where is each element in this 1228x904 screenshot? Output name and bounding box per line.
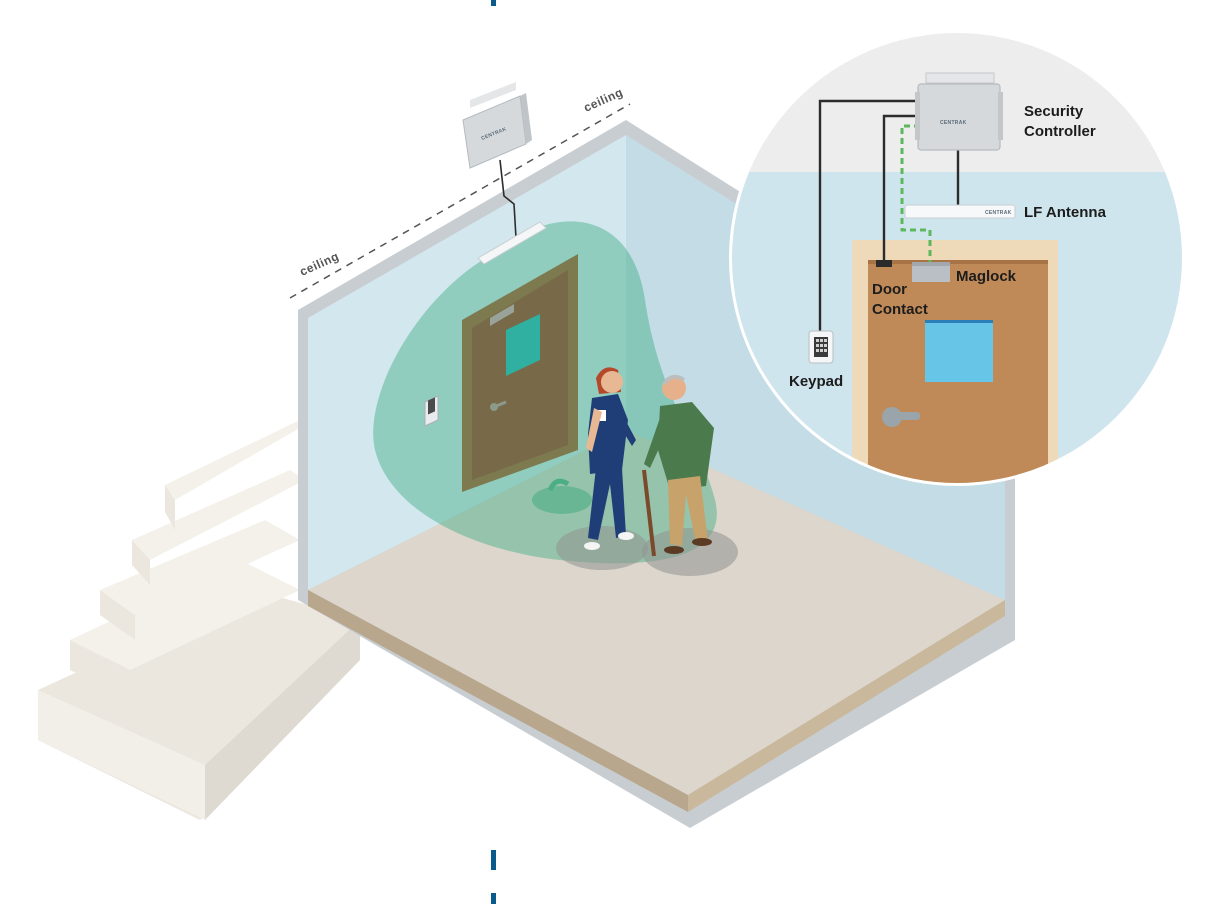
floor-edge [308,590,688,812]
room-door-window [506,314,540,376]
patient-shadow [642,528,738,576]
ceiling-label-left: ceiling [298,249,342,279]
inset-lf-antenna: CENTRAK [904,204,1016,219]
door-contact-label: Door [872,281,907,298]
security-controller-label-2: Controller [1024,123,1096,140]
svg-text:CENTRAK: CENTRAK [940,120,967,126]
door-contact-sensor [876,260,892,267]
inset-security-controller: CENTRAK [915,72,1003,151]
ceiling-line [289,103,631,299]
door-contact-wire [882,114,918,262]
top-accent-marker [491,0,496,6]
keypad-wire [818,99,918,332]
room-security-controller: CENTRAK [462,82,532,169]
maglock-wireless-link [900,124,932,262]
bottom-accent-marker-1 [491,850,496,870]
door-contact-label-2: Contact [872,301,928,318]
maglock-device [912,262,950,282]
walking-cane [642,469,656,557]
patient-figure [642,374,714,557]
room-door [462,254,578,492]
security-controller-label: Security [1024,103,1084,120]
unlock-icon [532,478,592,514]
room-keypad [424,395,439,427]
inset-keypad [808,330,834,364]
inset-door-window [925,320,993,382]
room-controller-wire [499,159,517,239]
maglock-label: Maglock [956,268,1017,285]
room-lf-antenna [477,221,547,265]
nurse-figure [584,367,636,550]
nurse-shadow [556,526,648,570]
staircase [38,420,360,820]
floor [308,430,1005,795]
keypad-label: Keypad [789,373,843,390]
svg-text:CENTRAK: CENTRAK [985,210,1012,216]
bottom-accent-marker-2 [491,893,496,904]
lf-antenna-label: LF Antenna [1024,204,1107,221]
